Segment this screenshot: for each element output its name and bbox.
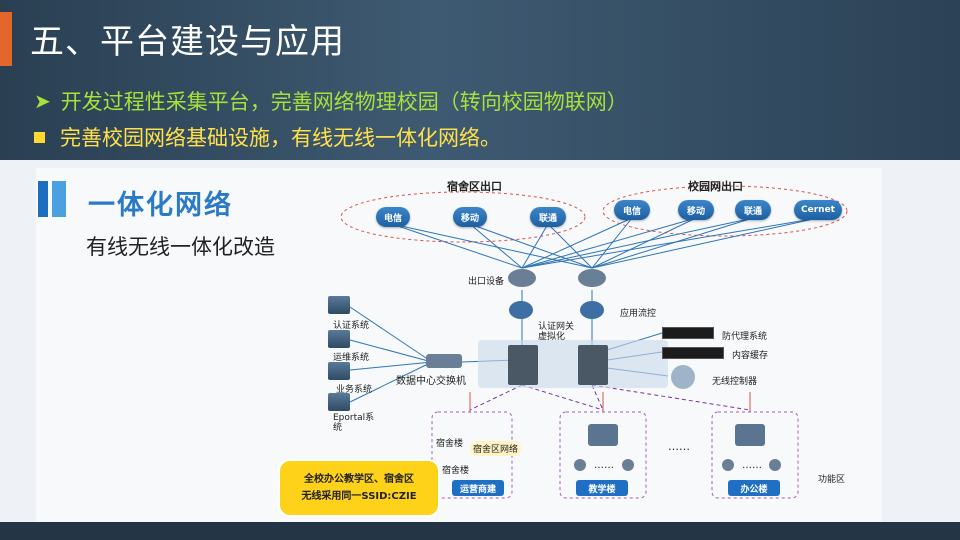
exit-device-label: 出口设备 bbox=[468, 277, 505, 287]
building-office: 办公楼 bbox=[728, 480, 780, 496]
access-links bbox=[469, 384, 751, 411]
slide-title: 五、平台建设与应用 bbox=[30, 22, 345, 62]
server-auth-icon bbox=[328, 296, 350, 314]
core-zone bbox=[478, 340, 668, 388]
campus-exit-label: 校园网出口 bbox=[688, 180, 743, 193]
callout-line-1: 全校办公教学区、宿舍区 bbox=[304, 474, 414, 485]
auth-system-label: 认证系统 bbox=[333, 321, 370, 331]
ssid-callout: 全校办公教学区、宿舍区 无线采用同一SSID:CZIE bbox=[278, 459, 440, 517]
bullet-2-text: 完善校园网络基础设施，有线无线一体化网络。 bbox=[60, 126, 501, 150]
heading-accent-light bbox=[52, 181, 66, 217]
ops-system-label: 运维系统 bbox=[333, 353, 370, 363]
isp-cloud-dorm-3: 联通 bbox=[530, 207, 566, 227]
server-business-icon bbox=[328, 362, 350, 380]
dc-switch-label: 数据中心交换机 bbox=[396, 376, 466, 387]
isp-cloud-campus-3: 联通 bbox=[735, 200, 771, 220]
bullet-1: ➤ 开发过程性采集平台，完善网络物理校园（转向校园物联网） bbox=[34, 86, 628, 116]
wireless-controller-label: 无线控制器 bbox=[712, 377, 758, 387]
server-eportal-icon bbox=[328, 393, 350, 411]
function-area-label: 功能区 bbox=[818, 475, 846, 485]
content-cache-label: 内容缓存 bbox=[732, 351, 769, 361]
title-accent-bar bbox=[0, 12, 12, 66]
auth-gateway-label: 认证网关 虚拟化 bbox=[538, 322, 575, 342]
diagram-image bbox=[36, 168, 882, 522]
callout-line-2: 无线采用同一SSID:CZIE bbox=[301, 491, 417, 502]
dorm-network-label: 宿舍区网络 bbox=[470, 441, 522, 456]
anti-proxy-label: 防代理系统 bbox=[722, 332, 768, 342]
isp-cloud-dorm-1: 电信 bbox=[376, 207, 410, 227]
bullet-2: 完善校园网络基础设施，有线无线一体化网络。 bbox=[34, 122, 501, 152]
office-zone bbox=[711, 411, 799, 499]
isp-links bbox=[349, 217, 819, 403]
diagram-subheading: 有线无线一体化改造 bbox=[86, 235, 275, 259]
building-operator: 运营商建 bbox=[452, 480, 504, 496]
business-system-label: 业务系统 bbox=[336, 385, 373, 395]
dorm-exit-ellipse bbox=[340, 191, 586, 243]
cache-device bbox=[662, 347, 724, 359]
isp-cloud-dorm-2: 移动 bbox=[453, 207, 487, 227]
eportal-system-label: Eportal系统 bbox=[333, 413, 375, 433]
building-teaching: 教学楼 bbox=[576, 480, 628, 496]
dorm-building-label-2: 宿舍楼 bbox=[442, 466, 470, 476]
campus-exit-ellipse bbox=[602, 185, 848, 237]
dorm-exit-label: 宿舍区出口 bbox=[447, 180, 502, 193]
diagram-heading: 一体化网络 bbox=[88, 190, 233, 221]
bullet-1-text: 开发过程性采集平台，完善网络物理校园（转向校园物联网） bbox=[60, 90, 628, 114]
server-ops-icon bbox=[328, 330, 350, 348]
routers bbox=[426, 269, 781, 471]
ellipsis-label: …… bbox=[668, 440, 690, 453]
building-uplinks bbox=[469, 392, 751, 412]
dorm-building-label-1: 宿舍楼 bbox=[436, 439, 464, 449]
arrow-bullet-icon: ➤ bbox=[34, 89, 51, 113]
square-bullet-icon bbox=[34, 131, 45, 143]
isp-cloud-campus-1: 电信 bbox=[614, 200, 650, 220]
teaching-ap-dots: …… bbox=[594, 460, 614, 471]
office-ap-dots: …… bbox=[742, 460, 762, 471]
slide-footer-bar bbox=[0, 522, 960, 540]
heading-accent-dark bbox=[38, 181, 48, 217]
isp-cloud-campus-2: 移动 bbox=[678, 200, 714, 220]
flow-control-label: 应用流控 bbox=[620, 309, 657, 319]
teaching-zone bbox=[559, 411, 647, 499]
isp-cloud-campus-4: Cernet bbox=[794, 200, 842, 220]
anti-proxy-device bbox=[662, 327, 714, 339]
